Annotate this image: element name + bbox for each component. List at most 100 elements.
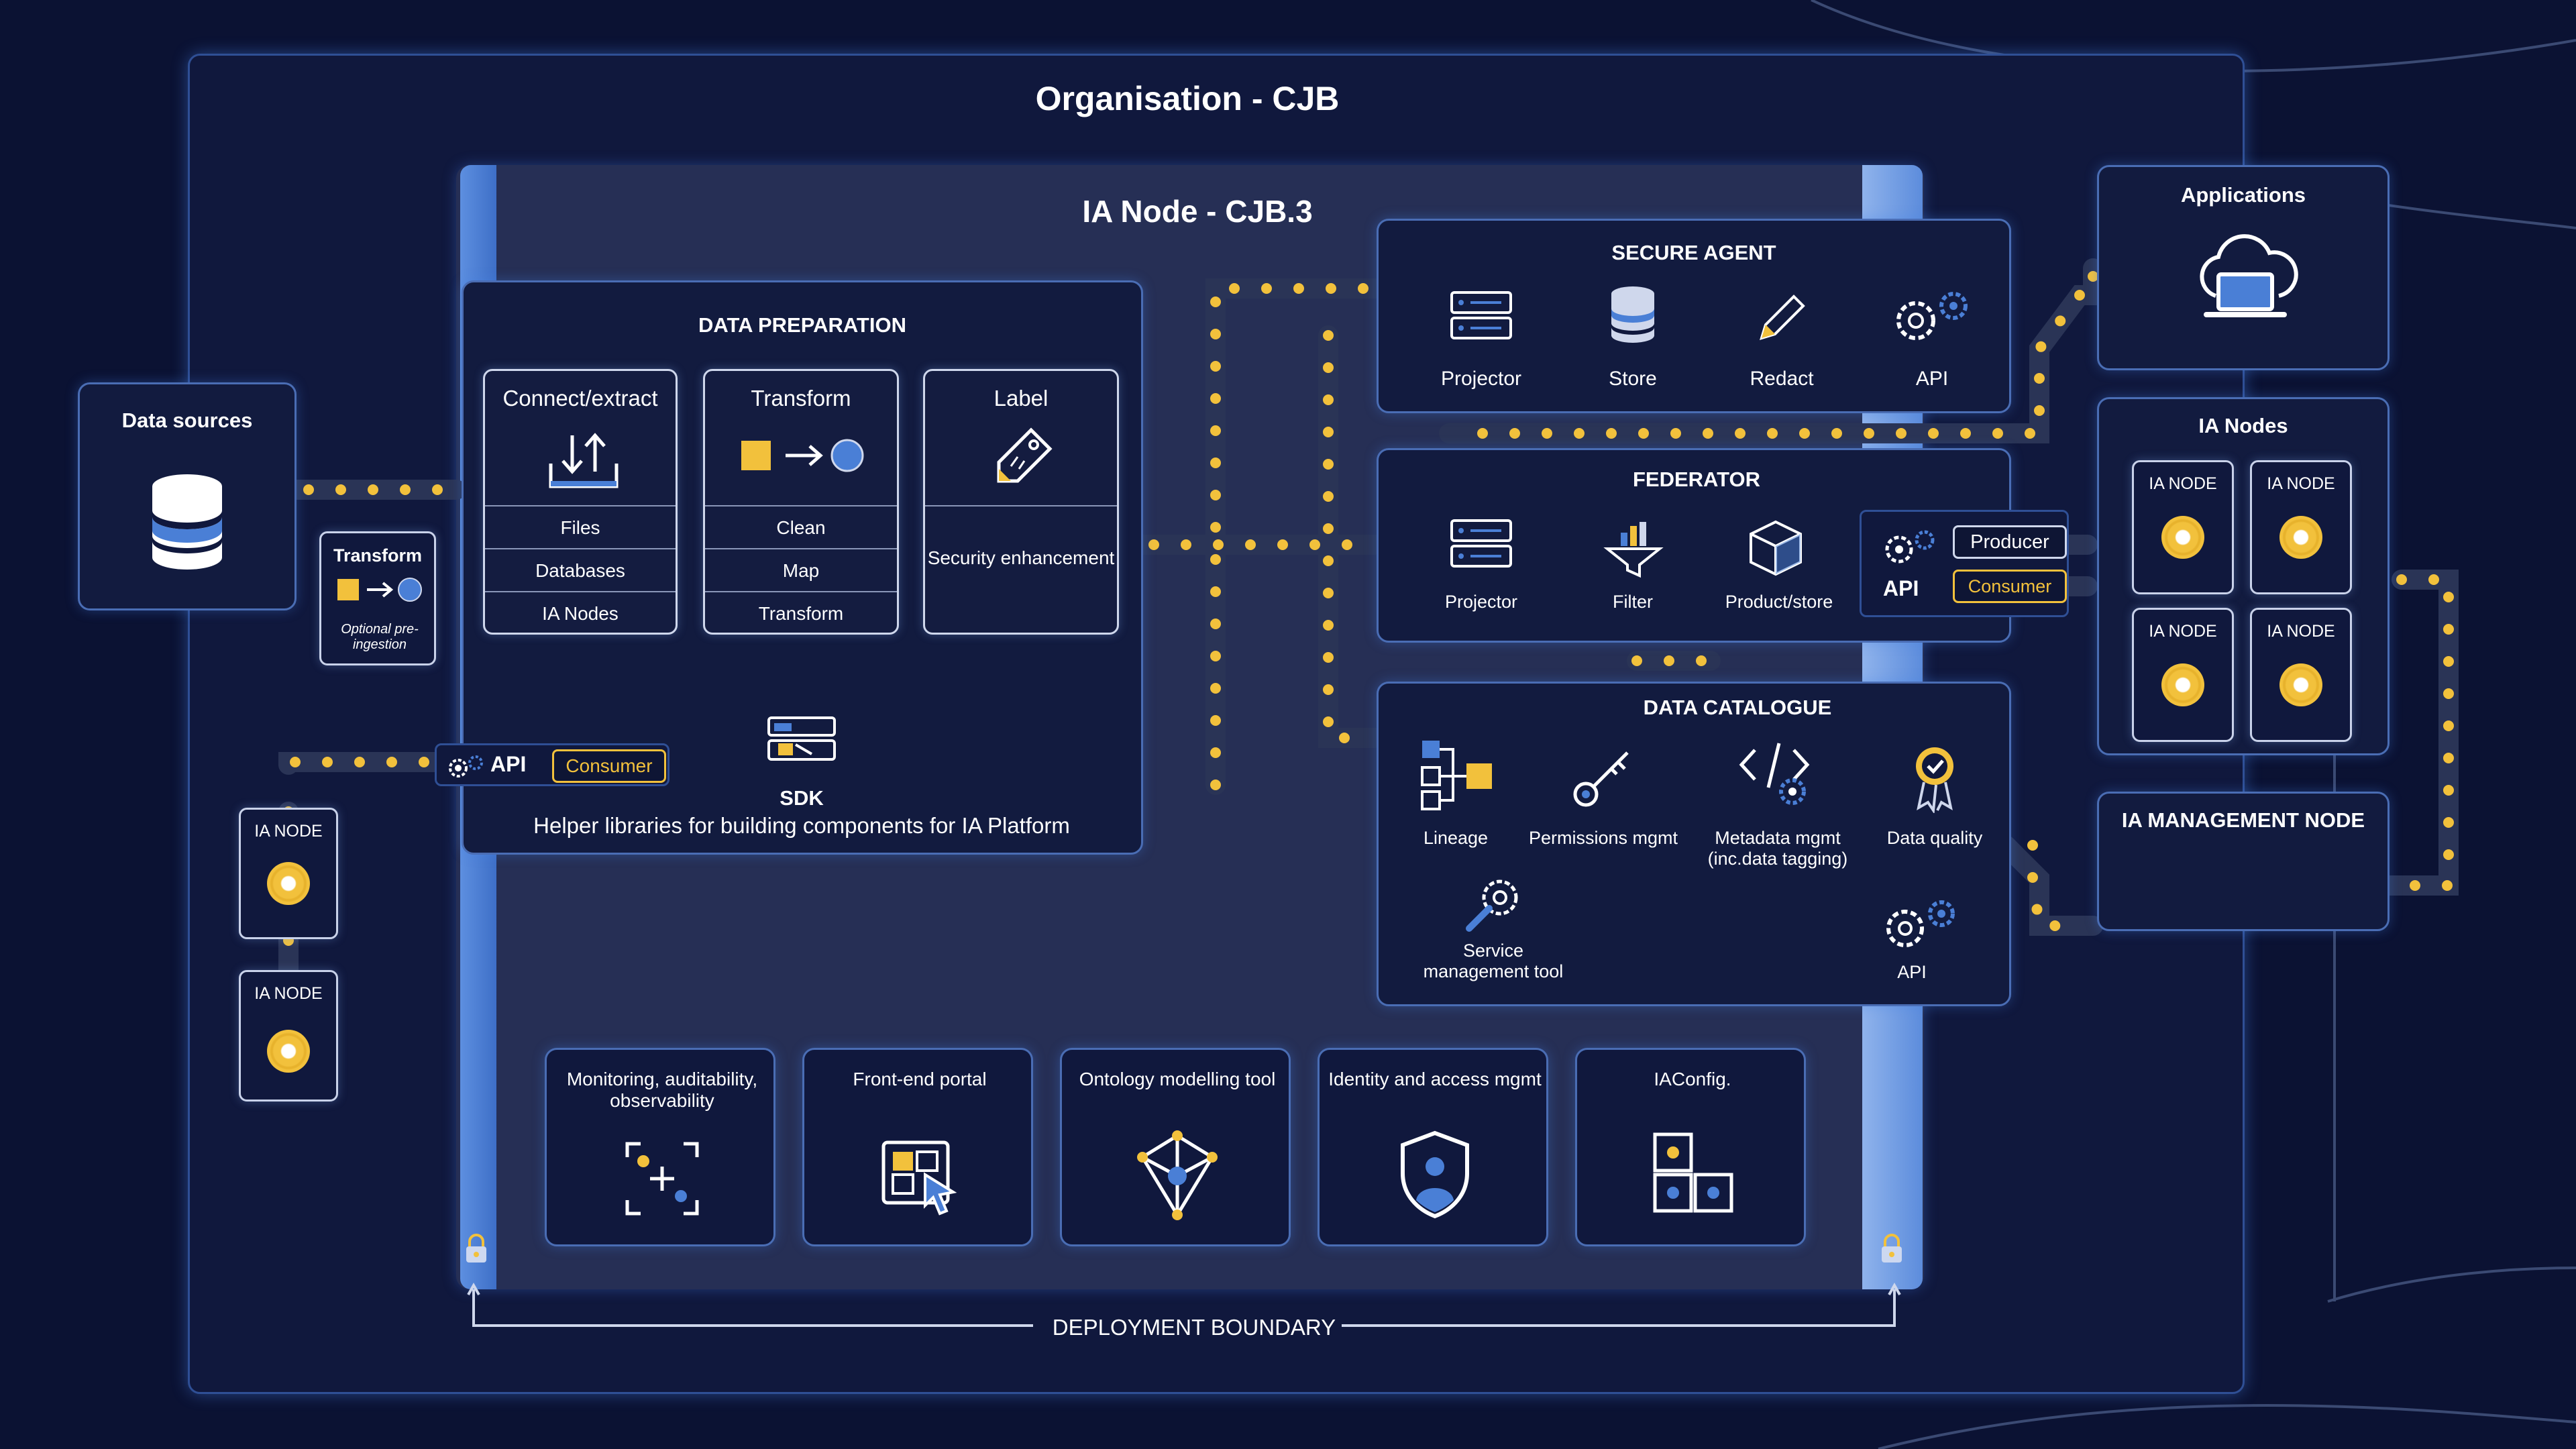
data-preparation-title: DATA PREPARATION xyxy=(698,313,906,337)
producer-tag: Producer xyxy=(1953,525,2067,559)
api-gears-icon xyxy=(1878,895,1962,953)
lineage-icon xyxy=(1419,738,1496,812)
quality-badge-icon xyxy=(1907,743,1963,813)
catalogue-item: Lineage xyxy=(1423,828,1489,848)
deployment-boundary-label: DEPLOYMENT BOUNDARY xyxy=(1052,1315,1336,1340)
product-box-icon xyxy=(1747,518,1805,578)
tag-icon xyxy=(991,425,1055,492)
card-row: Clean xyxy=(705,505,897,548)
transform-preingestion-box: Transform Optional pre-ingestion xyxy=(319,531,436,665)
tool-label: Identity and access mgmt xyxy=(1328,1069,1542,1089)
secure-agent-title: SECURE AGENT xyxy=(1611,241,1776,264)
monitoring-card: Monitoring, auditability, observability xyxy=(545,1048,775,1246)
data-catalogue-title: DATA CATALOGUE xyxy=(1643,696,1832,719)
applications-title: Applications xyxy=(2180,183,2306,207)
node-coin-icon xyxy=(267,862,310,905)
projector-server-icon xyxy=(1449,288,1513,342)
catalogue-item: Metadata mgmt (inc.data tagging) xyxy=(1707,828,1848,869)
card-title: Transform xyxy=(751,386,851,411)
secure-agent-item: Store xyxy=(1609,368,1657,390)
ia-node-box: IA NODE xyxy=(2132,608,2234,742)
api-label: API xyxy=(490,752,527,776)
catalogue-item: Data quality xyxy=(1886,828,1983,848)
data-catalogue-box: DATA CATALOGUE xyxy=(1377,682,2011,1006)
ia-node-label: IA NODE xyxy=(2267,474,2335,493)
transform-small-note: Optional pre-ingestion xyxy=(341,622,419,652)
deployment-boundary-line xyxy=(467,1282,1901,1327)
tool-label: Front-end portal xyxy=(853,1069,987,1089)
transform-card: Transform Clean Map Transform xyxy=(703,369,899,635)
lock-icon xyxy=(1878,1233,1905,1265)
shield-user-icon xyxy=(1396,1129,1474,1220)
portal-cursor-icon xyxy=(878,1133,961,1216)
tool-label: IAConfig. xyxy=(1654,1069,1731,1089)
ia-node-label: IA NODE xyxy=(254,984,323,1003)
node-coin-icon xyxy=(2279,663,2322,706)
config-blocks-icon xyxy=(1651,1130,1734,1218)
catalogue-item: Service management tool xyxy=(1423,941,1564,982)
ia-node-label: IA NODE xyxy=(2149,622,2217,641)
transform-small-title: Transform xyxy=(333,545,423,566)
ia-node-label: IA NODE xyxy=(254,822,323,841)
label-card: Label Security enhancement xyxy=(923,369,1119,635)
card-row: Files xyxy=(485,505,676,548)
transform-icon xyxy=(335,575,425,604)
card-row: Map xyxy=(705,548,897,591)
api-gears-icon xyxy=(1879,527,1939,567)
identity-access-card: Identity and access mgmt xyxy=(1318,1048,1548,1246)
key-icon xyxy=(1571,745,1635,809)
node-coin-icon xyxy=(2161,663,2204,706)
applications-box: Applications xyxy=(2097,165,2390,370)
card-row: Transform xyxy=(705,591,897,634)
api-label: API xyxy=(1883,576,1919,600)
sdk-icon xyxy=(765,714,839,765)
secure-agent-box: SECURE AGENT xyxy=(1377,219,2011,413)
service-tool-icon xyxy=(1462,875,1524,934)
ia-node-label: IA NODE xyxy=(2267,622,2335,641)
iaconfig-card: IAConfig. xyxy=(1575,1048,1806,1246)
ia-node-box: IA NODE xyxy=(2250,608,2352,742)
catalogue-item: Permissions mgmt xyxy=(1528,828,1678,848)
ontology-network-icon xyxy=(1133,1128,1222,1223)
ia-node-title: IA Node - CJB.3 xyxy=(1082,194,1313,229)
ia-node-box: IA NODE xyxy=(2250,460,2352,594)
card-row: Databases xyxy=(485,548,676,591)
ia-node-box: IA NODE xyxy=(239,970,338,1102)
ia-management-node-title: IA MANAGEMENT NODE xyxy=(2121,808,2365,832)
federator-item: Projector xyxy=(1444,592,1518,612)
code-gear-icon xyxy=(1737,738,1811,812)
upload-download-icon xyxy=(547,430,621,490)
ia-node-box: IA NODE xyxy=(239,808,338,939)
filter-funnel-icon xyxy=(1603,517,1664,578)
consumer-tag: Consumer xyxy=(552,749,666,783)
card-title: Label xyxy=(994,386,1049,411)
node-coin-icon xyxy=(2279,516,2322,559)
consumer-tag: Consumer xyxy=(1953,570,2067,603)
tool-label: Monitoring, auditability, observability xyxy=(566,1069,758,1112)
projector-server-icon xyxy=(1449,517,1513,570)
federator-item: Filter xyxy=(1613,592,1653,612)
connect-extract-card: Connect/extract Files Databases IA Nodes xyxy=(483,369,678,635)
frontend-portal-card: Front-end portal xyxy=(802,1048,1033,1246)
ia-nodes-title: IA Nodes xyxy=(2198,414,2288,437)
store-database-icon xyxy=(1607,284,1658,345)
cloud-laptop-icon xyxy=(2192,233,2299,327)
card-title: Connect/extract xyxy=(502,386,658,411)
sdk-title: SDK xyxy=(780,786,824,810)
tool-label: Ontology modelling tool xyxy=(1079,1069,1276,1089)
lock-icon xyxy=(463,1233,490,1265)
data-sources-box: Data sources xyxy=(78,382,297,610)
ia-management-node-box: IA MANAGEMENT NODE xyxy=(2097,792,2390,931)
ontology-tool-card: Ontology modelling tool xyxy=(1060,1048,1291,1246)
catalogue-item: API xyxy=(1897,962,1927,982)
monitoring-icon xyxy=(621,1137,704,1220)
federator-title: FEDERATOR xyxy=(1632,468,1761,491)
node-coin-icon xyxy=(2161,516,2204,559)
database-icon xyxy=(147,472,227,572)
left-api-box: API Consumer xyxy=(435,743,669,786)
secure-agent-item: API xyxy=(1915,368,1949,390)
ia-node-box: IA NODE xyxy=(2132,460,2234,594)
api-gears-icon xyxy=(1889,286,1974,346)
secure-agent-item: Projector xyxy=(1440,368,1522,390)
